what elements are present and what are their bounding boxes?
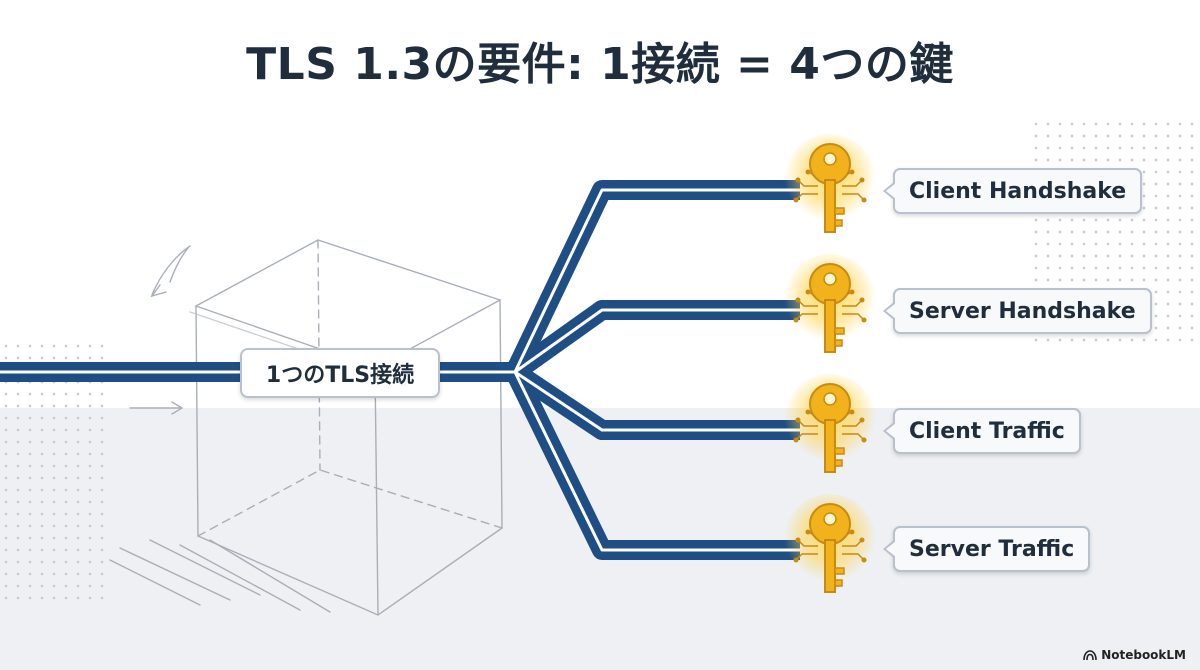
- key-icon-server-traffic: [782, 494, 878, 606]
- tls-connection-label: 1つのTLS接続: [240, 348, 440, 398]
- key-label-server-traffic: Server Traffic: [882, 526, 1091, 572]
- cube-sketch: [109, 239, 503, 616]
- notebooklm-icon: [1083, 650, 1097, 661]
- key-label-client-handshake: Client Handshake: [882, 168, 1143, 214]
- key-icon-server-handshake: [782, 254, 878, 366]
- page-title: TLS 1.3の要件: 1接続 = 4つの鍵: [246, 39, 954, 90]
- brand-logo: NotebookLM: [1083, 648, 1186, 662]
- key-label-client-traffic: Client Traffic: [883, 408, 1081, 454]
- key-icon-client-traffic: [782, 374, 878, 486]
- key-label-server-handshake: Server Handshake: [883, 288, 1152, 334]
- key-icon-client-handshake: [782, 134, 878, 246]
- brand-name: NotebookLM: [1101, 648, 1186, 662]
- dot-pattern-left: [0, 340, 110, 600]
